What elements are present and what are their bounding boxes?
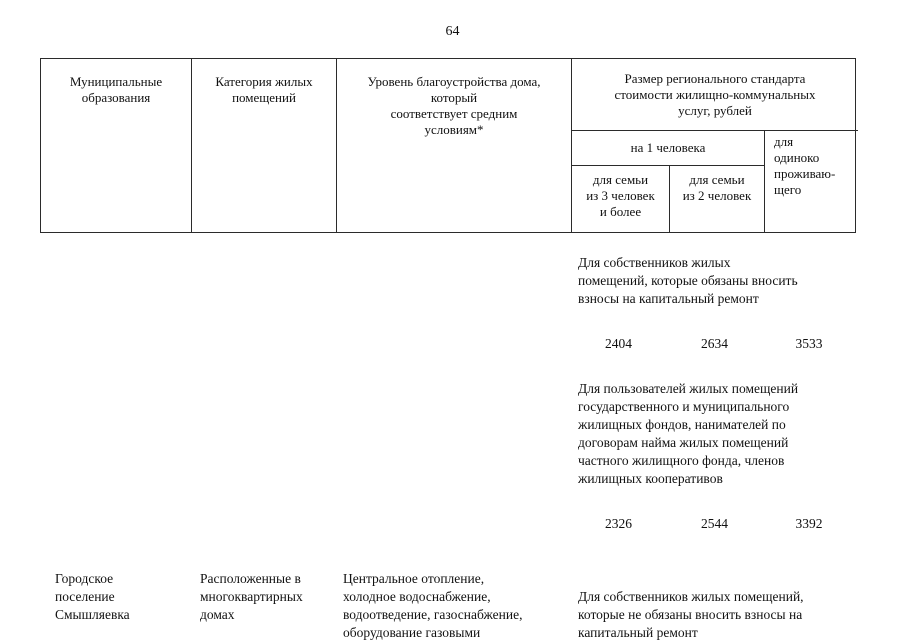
header-municipality: Муниципальные образования (69, 74, 163, 105)
header-per-person: на 1 человека (572, 131, 764, 166)
housing-category: Расположенные в многоквартирных домах (200, 571, 303, 622)
tariff-table: Муниципальные образования Категория жилы… (40, 58, 858, 640)
tenants-label: Для пользователей жилых помещений госуда… (578, 381, 799, 486)
values-row: 2326 2544 3392 (570, 515, 856, 533)
value-single: 3392 (795, 516, 823, 531)
value-family3: 2404 (605, 336, 632, 351)
value-family2: 2544 (701, 516, 728, 531)
header-standard-title: Размер регионального стандарта стоимости… (572, 59, 858, 131)
table-row: Для собственников жилых помещений, котор… (40, 236, 856, 560)
values-row: 2404 2634 3533 (570, 335, 856, 353)
header-family-of-3: для семьи из 3 человек и более (586, 172, 655, 219)
header-family-of-2: для семьи из 2 человек (669, 166, 764, 232)
header-category: Категория жилых помещений (191, 59, 336, 232)
amenity-level: Центральное отопление, холодное водоснаб… (343, 571, 523, 640)
table-body: Для собственников жилых помещений, котор… (40, 233, 856, 640)
municipality-name: Городское поселение Смышляевка (55, 571, 130, 622)
value-family2: 2634 (701, 336, 728, 351)
owners-obliged-label: Для собственников жилых помещений, котор… (578, 255, 798, 306)
header-standard-group: Размер регионального стандарта стоимости… (571, 59, 858, 232)
page-number: 64 (445, 24, 460, 39)
table-header: Муниципальные образования Категория жилы… (40, 58, 858, 233)
value-family3: 2326 (605, 516, 632, 531)
header-level: Уровень благоустройства дома, который со… (336, 59, 571, 232)
table-row: Городское поселение Смышляевка Расположе… (40, 570, 856, 640)
owners-not-obliged-label: Для собственников жилых помещений, котор… (578, 589, 804, 640)
value-single: 3533 (795, 336, 823, 351)
header-single-resident: для одиноко проживаю- щего (764, 131, 858, 232)
